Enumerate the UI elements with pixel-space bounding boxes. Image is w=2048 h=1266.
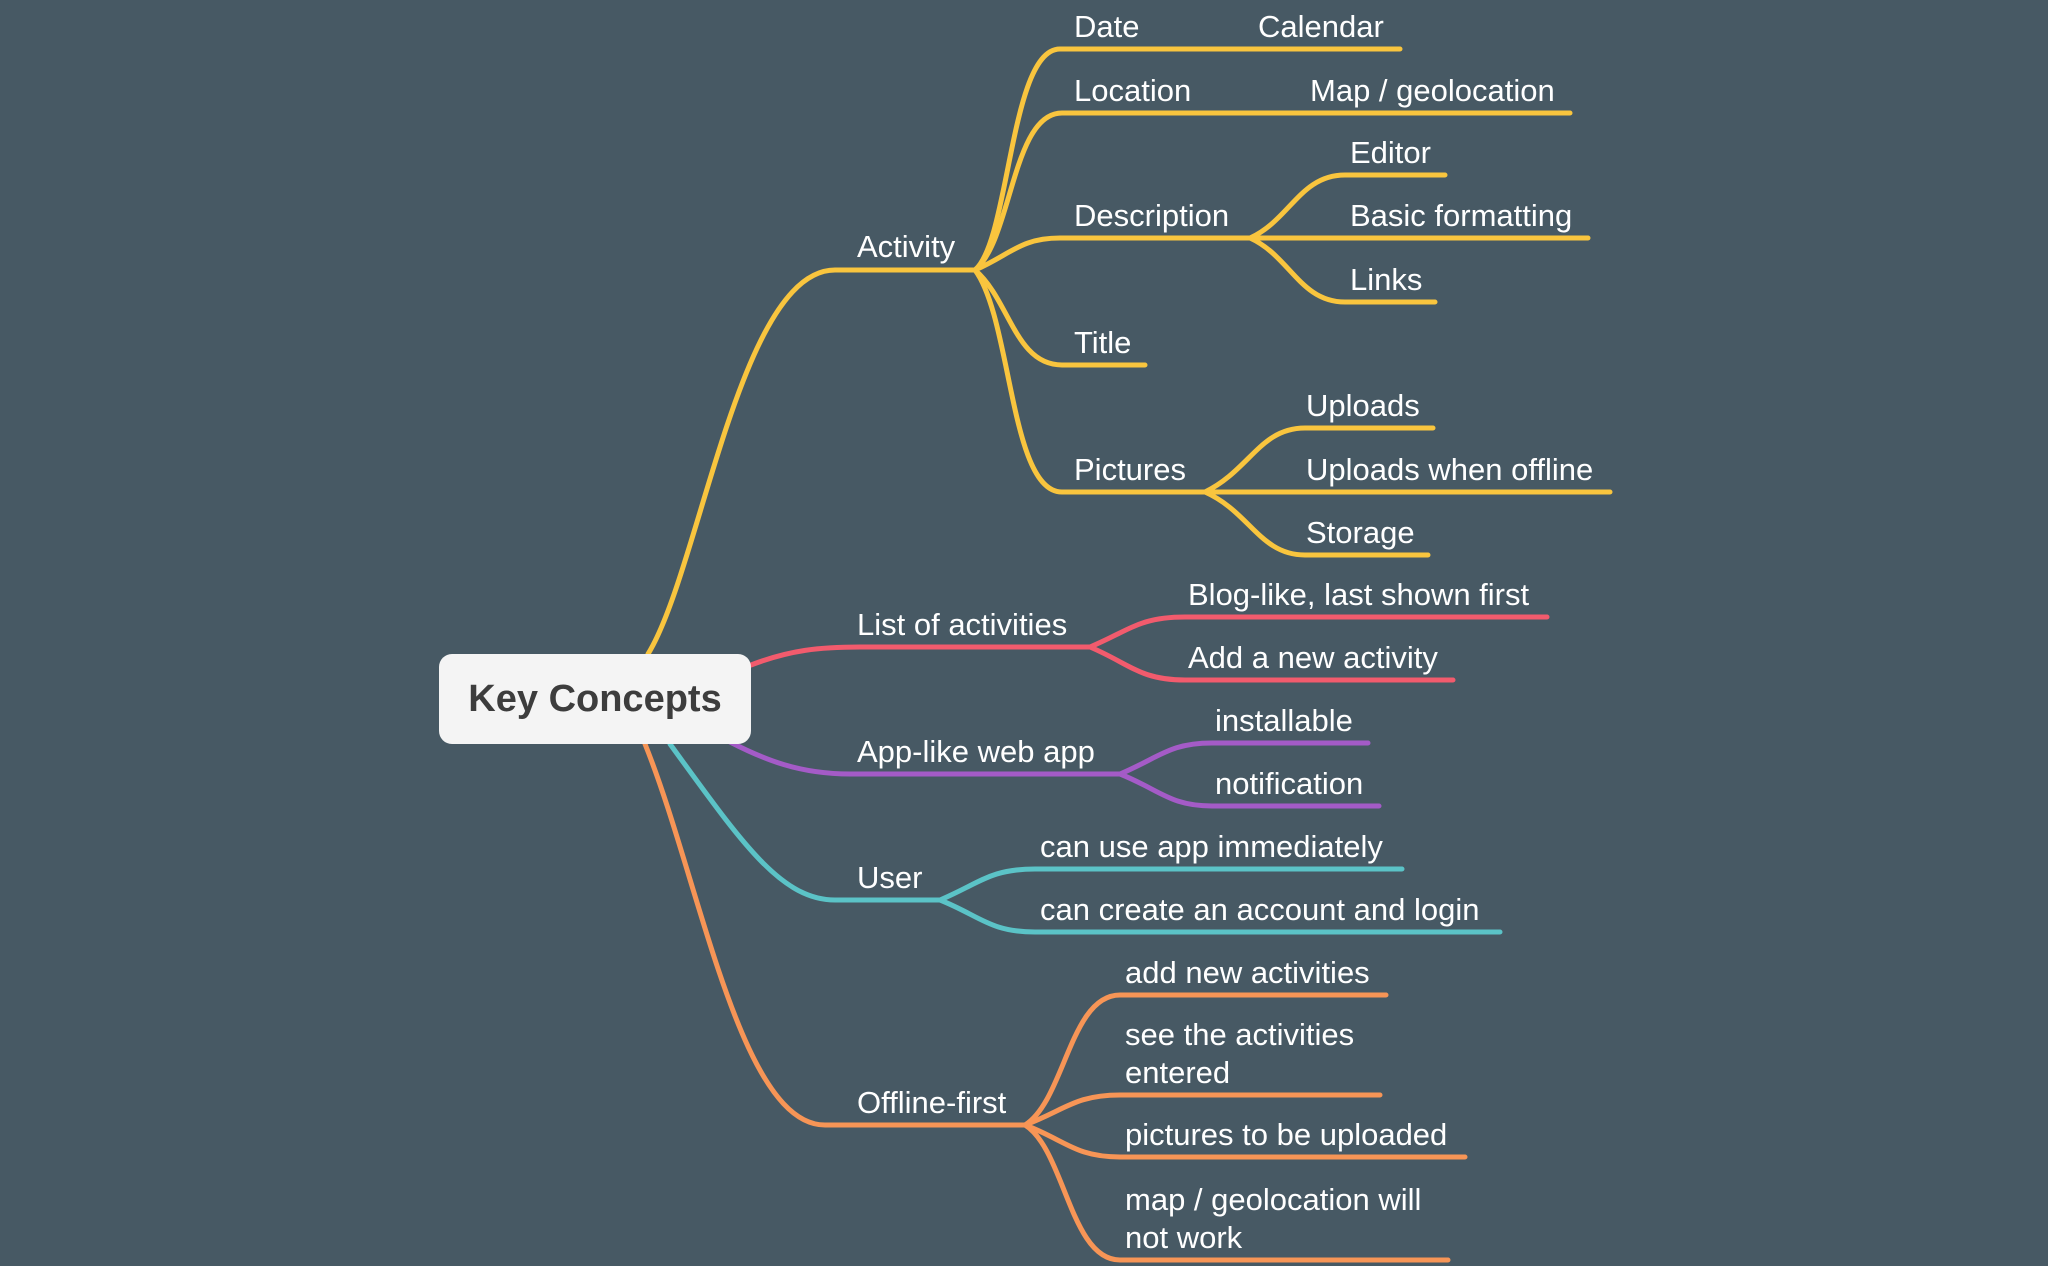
link-links xyxy=(1247,235,1438,305)
link-user xyxy=(667,741,943,903)
node-pictures-upload[interactable]: pictures to be uploaded xyxy=(1125,1117,1448,1152)
node-user[interactable]: User xyxy=(857,860,923,895)
node-storage[interactable]: Storage xyxy=(1306,515,1415,550)
node-activity[interactable]: Activity xyxy=(857,229,956,264)
link-notification xyxy=(1117,771,1382,809)
link-list-of-activities xyxy=(748,644,1093,668)
node-offline-first[interactable]: Offline-first xyxy=(857,1085,1007,1120)
node-see-entered[interactable]: see the activities entered xyxy=(1125,1017,1355,1090)
link-app-like-web-app xyxy=(727,739,1123,777)
link-create-account xyxy=(937,897,1503,935)
node-map-not-work[interactable]: map / geolocation will not work xyxy=(1125,1182,1422,1255)
link-add-new-activities xyxy=(1022,992,1389,1128)
node-title[interactable]: Title xyxy=(1074,325,1132,360)
node-date[interactable]: Date xyxy=(1074,9,1140,44)
link-editor xyxy=(1247,172,1448,241)
node-add-new-activity[interactable]: Add a new activity xyxy=(1188,640,1438,675)
node-basic-formatting[interactable]: Basic formatting xyxy=(1350,198,1573,233)
node-blog-like[interactable]: Blog-like, last shown first xyxy=(1188,577,1530,612)
node-uploads[interactable]: Uploads xyxy=(1306,388,1420,423)
node-notification[interactable]: notification xyxy=(1215,766,1364,801)
link-blog-like xyxy=(1087,614,1550,650)
node-editor[interactable]: Editor xyxy=(1350,135,1431,170)
link-offline-first xyxy=(642,741,1028,1128)
link-add-new-activity xyxy=(1087,644,1456,683)
node-use-immediately[interactable]: can use app immediately xyxy=(1040,829,1383,864)
node-create-account[interactable]: can create an account and login xyxy=(1040,892,1480,927)
link-installable xyxy=(1117,740,1371,777)
root-node-label: Key Concepts xyxy=(468,677,722,720)
node-description[interactable]: Description xyxy=(1074,198,1230,233)
link-location xyxy=(972,110,1208,273)
node-location[interactable]: Location xyxy=(1074,73,1192,108)
link-activity xyxy=(645,267,978,657)
node-calendar[interactable]: Calendar xyxy=(1258,9,1384,44)
link-description xyxy=(972,235,1253,273)
link-pictures-upload xyxy=(1022,1122,1468,1160)
node-installable[interactable]: installable xyxy=(1215,703,1353,738)
root-node[interactable]: Key Concepts xyxy=(439,654,751,744)
link-uploads xyxy=(1202,425,1436,495)
link-title xyxy=(972,267,1148,368)
link-see-entered xyxy=(1022,1092,1383,1128)
node-list-of-activities[interactable]: List of activities xyxy=(857,607,1068,642)
link-pictures xyxy=(972,267,1208,495)
node-links[interactable]: Links xyxy=(1350,262,1423,297)
node-add-new-activities[interactable]: add new activities xyxy=(1125,955,1370,990)
node-pictures[interactable]: Pictures xyxy=(1074,452,1186,487)
link-use-immediately xyxy=(937,866,1405,903)
link-map-not-work xyxy=(1022,1122,1451,1263)
node-uploads-offline[interactable]: Uploads when offline xyxy=(1306,452,1594,487)
node-app-like-web-app[interactable]: App-like web app xyxy=(857,734,1095,769)
link-storage xyxy=(1202,489,1431,558)
node-map-geolocation[interactable]: Map / geolocation xyxy=(1310,73,1555,108)
